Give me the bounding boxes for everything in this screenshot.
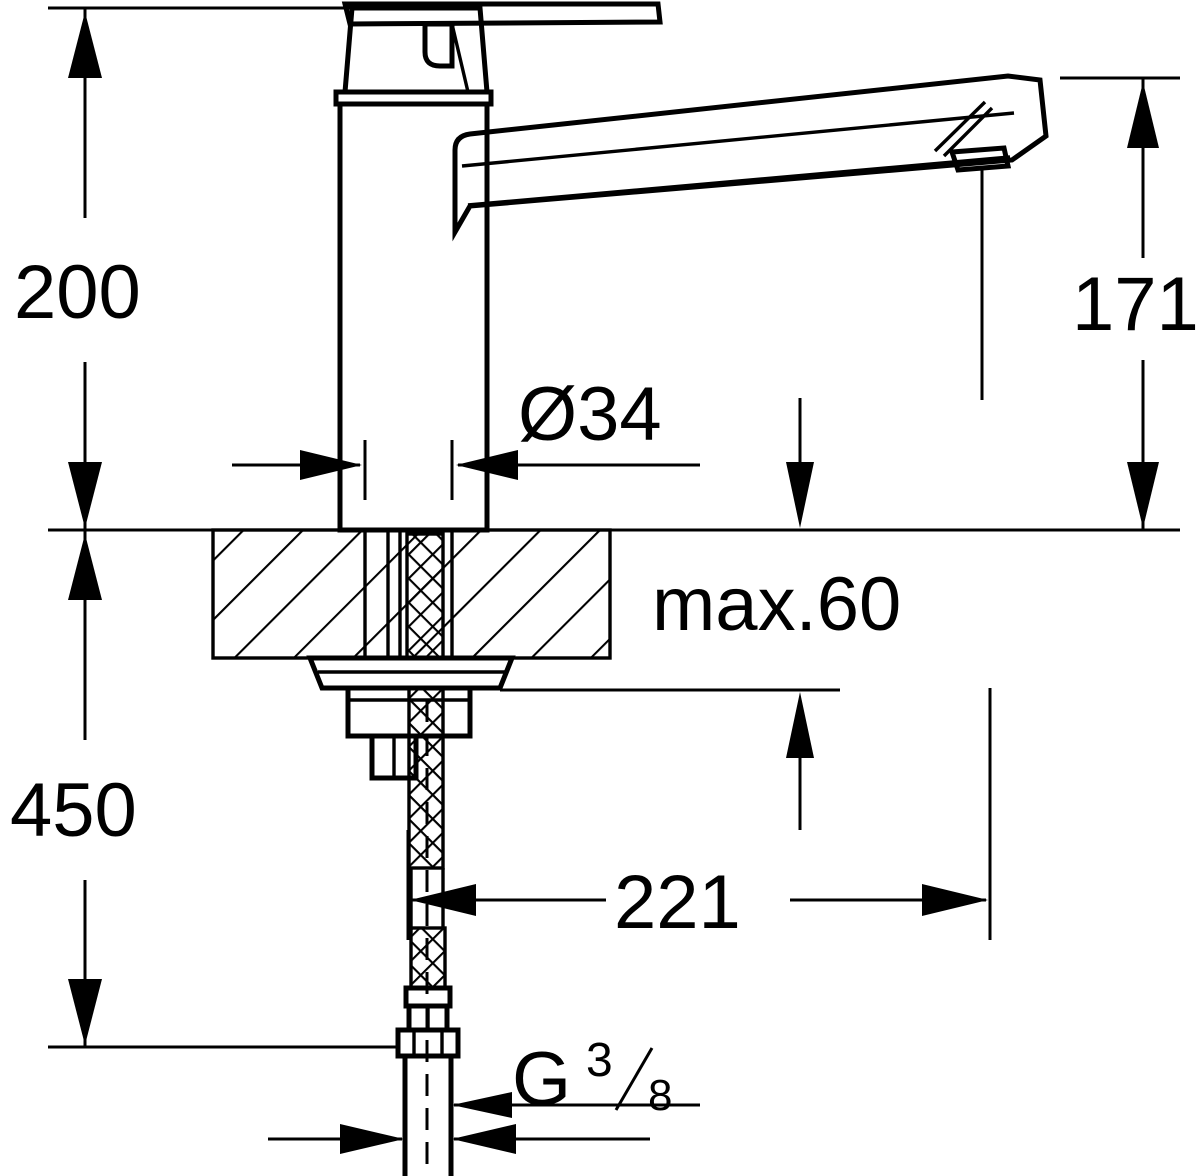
- dimension-diameter-34: Ø34: [232, 372, 700, 500]
- dimension-label-thread-denominator: 8: [648, 1071, 672, 1120]
- spout-arm: [452, 73, 1049, 242]
- base-flange: [306, 655, 516, 691]
- dimension-label-171: 171: [1072, 262, 1199, 347]
- dimension-spout-height-171: 171: [1060, 76, 1199, 530]
- lever-handle: [341, 1, 663, 93]
- dimension-label-diameter-34: Ø34: [518, 372, 662, 457]
- dimension-spout-reach-221: 221: [406, 688, 992, 945]
- dimension-label-221: 221: [614, 860, 741, 945]
- inner-bore-lines: [363, 530, 454, 658]
- dimension-counter-thickness-max60: max.60: [500, 398, 901, 830]
- handle-housing: [342, 5, 490, 95]
- dimension-label-200: 200: [14, 250, 141, 335]
- threaded-shank: [405, 532, 445, 870]
- dimension-label-thread-prefix: G: [512, 1037, 571, 1122]
- dimension-height-200: 200: [14, 6, 350, 530]
- dimension-length-450: 450: [10, 530, 400, 1049]
- dimension-label-max60: max.60: [652, 562, 901, 647]
- dimension-label-thread-numerator: 3: [586, 1034, 613, 1087]
- dimension-label-450: 450: [10, 768, 137, 853]
- dimension-thread-g38: G 3 8: [268, 1034, 700, 1176]
